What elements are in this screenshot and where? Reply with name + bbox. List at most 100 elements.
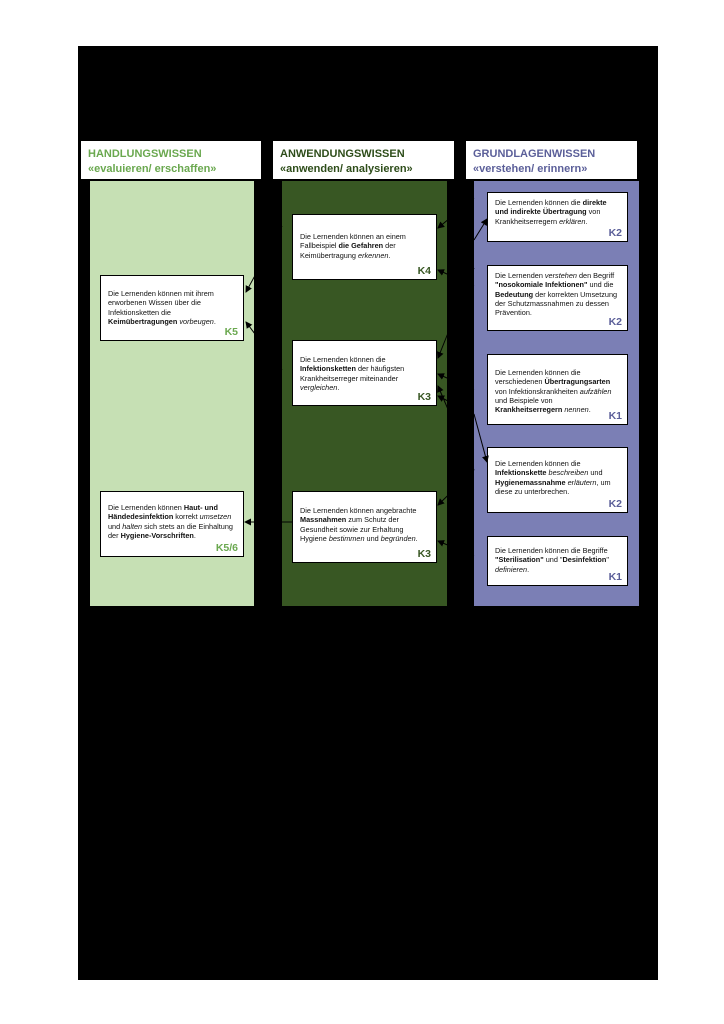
text-segment: der häufigsten Krankheitserreger miteina…	[300, 364, 405, 383]
text-segment: korrekt	[173, 512, 200, 522]
text-segment: .	[527, 564, 530, 574]
text-segment: sich stets an die Einhaltung der	[108, 521, 233, 540]
arrow	[437, 469, 475, 506]
text-segment: Die Lernenden können an einem Fallbeispi…	[300, 232, 406, 251]
card-text: Die Lernenden können angebrachte Massnah…	[300, 497, 430, 543]
text-segment: Die Lernenden	[495, 271, 545, 280]
text-segment: den Begriff	[576, 271, 615, 280]
text-segment: aufzählen	[579, 386, 612, 396]
text-segment: erklären	[559, 216, 586, 226]
card-text: Die Lernenden können die Infektionskette…	[300, 346, 430, 392]
text-segment: beschreiben	[548, 468, 589, 478]
text-segment: .	[388, 250, 391, 260]
text-segment: .	[585, 216, 588, 226]
level-badge: K3	[417, 390, 431, 403]
text-segment: der Keimübertragung	[300, 241, 396, 260]
text-segment: Die Lernenden können die Begriffe	[495, 546, 608, 555]
text-segment: und	[364, 533, 381, 543]
anwendung-title: ANWENDUNGSWISSEN	[280, 148, 405, 160]
text-segment: Die Lernenden können die	[300, 355, 386, 364]
text-segment: .	[337, 382, 340, 392]
text-segment: Infektionsketten	[300, 364, 356, 374]
text-segment: Übertragungsarten	[544, 377, 611, 387]
card-text: Die Lernenden verstehen den Begriff "nos…	[495, 271, 621, 317]
text-segment: "nosokomiale Infektionen"	[495, 280, 588, 290]
level-badge: K5	[224, 325, 238, 338]
level-badge: K1	[608, 570, 622, 583]
text-segment: und die	[587, 280, 614, 290]
card-text: Die Lernenden können die Begriffe "Steri…	[495, 542, 621, 574]
text-segment: Hygiene-Vorschriften	[120, 530, 194, 540]
text-segment: Die Lernenden können angebrachte	[300, 506, 417, 515]
card-g1: Die Lernenden können die direkte und ind…	[487, 192, 628, 242]
text-segment: und	[588, 468, 603, 478]
card-a1: Die Lernenden können an einem Fallbeispi…	[292, 214, 437, 280]
arrow	[245, 225, 283, 293]
text-segment: der korrekten Umsetzung der Schutzmassna…	[495, 289, 618, 318]
anwendung-header: ANWENDUNGSWISSEN «anwenden/ analysieren»	[273, 141, 454, 179]
card-text: Die Lernenden können Haut- und Händedesi…	[108, 497, 237, 540]
text-segment: Massnahmen	[300, 515, 347, 525]
text-segment: und	[108, 521, 123, 531]
anwendung-subtitle: «anwenden/ analysieren»	[280, 163, 413, 175]
text-segment: .	[588, 405, 591, 415]
text-segment: vergleichen	[300, 382, 338, 392]
text-segment: erläutern	[567, 477, 597, 487]
text-segment: definieren	[495, 564, 528, 574]
text-segment: , um diese zu unterbrechen.	[495, 477, 611, 496]
text-segment: "Sterilisation"	[495, 555, 544, 565]
grundlagen-header: GRUNDLAGENWISSEN «verstehen/ erinnern»	[466, 141, 637, 179]
level-badge: K4	[417, 264, 431, 277]
text-segment: .	[415, 533, 418, 543]
text-segment: direkte und indirekte Übertragung	[495, 198, 607, 217]
text-segment: und "	[543, 555, 563, 565]
text-segment: Die Lernenden können die	[495, 459, 581, 468]
arrow	[437, 373, 475, 391]
card-a2: Die Lernenden können die Infektionskette…	[292, 340, 437, 406]
text-segment: Haut- und Händedesinfektion	[108, 503, 218, 522]
text-segment: Hygienemassnahme	[495, 477, 566, 487]
text-segment: halten	[122, 521, 143, 531]
text-segment: die Gefahren	[338, 241, 384, 251]
text-segment: Bedeutung	[495, 289, 534, 299]
text-segment: bestimmen	[328, 533, 365, 543]
handlung-subtitle: «evaluieren/ erschaffen»	[88, 163, 217, 175]
text-segment: zum Schutz der Gesundheit sowie zur Erha…	[300, 515, 404, 543]
arrow	[245, 321, 283, 371]
text-segment: von Infektionskrankheiten	[495, 386, 580, 396]
level-badge: K1	[608, 409, 622, 422]
card-a3: Die Lernenden können angebrachte Massnah…	[292, 491, 437, 563]
card-text: Die Lernenden können an einem Fallbeispi…	[300, 220, 430, 260]
text-segment: Desinfektion	[562, 555, 607, 565]
text-segment: .	[213, 316, 216, 326]
text-segment: nennen	[564, 405, 589, 415]
text-segment: Die Lernenden können die	[495, 198, 583, 207]
text-segment: .	[193, 530, 196, 540]
card-h1: Die Lernenden können mit ihrem erworbene…	[100, 275, 244, 341]
text-segment: erkennen	[358, 250, 389, 260]
text-segment: Die Lernenden können die verschiedenen	[495, 368, 581, 387]
text-segment: Infektionskette	[495, 468, 547, 478]
text-segment: Die Lernenden können	[108, 503, 184, 512]
level-badge: K5/6	[215, 541, 238, 554]
card-text: Die Lernenden können die verschiedenen Ü…	[495, 360, 621, 414]
level-badge: K2	[608, 315, 622, 328]
arrow	[473, 413, 489, 463]
card-text: Die Lernenden können mit ihrem erworbene…	[108, 281, 237, 326]
arrow	[437, 540, 475, 557]
level-badge: K2	[608, 226, 622, 239]
text-segment: "	[606, 555, 609, 565]
card-g2: Die Lernenden verstehen den Begriff "nos…	[487, 265, 628, 331]
text-segment: und Beispiele von	[495, 395, 553, 405]
level-badge: K2	[608, 497, 622, 510]
arrow	[473, 218, 488, 241]
arrow	[436, 267, 475, 359]
card-g5: Die Lernenden können die Begriffe "Steri…	[487, 536, 628, 586]
handlung-header: HANDLUNGSWISSEN «evaluieren/ erschaffen»	[81, 141, 261, 179]
handlung-title: HANDLUNGSWISSEN	[88, 148, 202, 160]
level-badge: K3	[417, 547, 431, 560]
card-h2: Die Lernenden können Haut- und Händedesi…	[100, 491, 244, 557]
text-segment: umsetzen	[199, 512, 232, 522]
card-text: Die Lernenden können die Infektionskette…	[495, 453, 621, 496]
